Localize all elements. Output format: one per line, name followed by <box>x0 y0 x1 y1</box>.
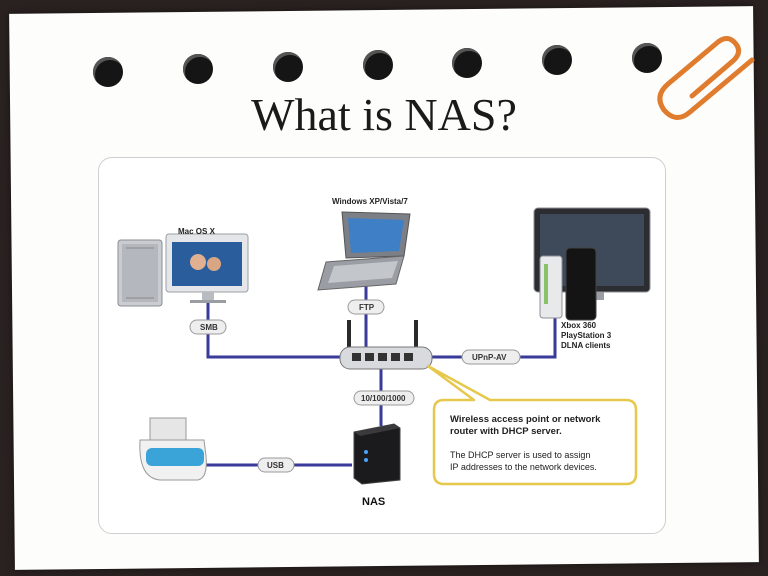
callout-heading-line2: router with DHCP server. <box>450 426 562 437</box>
tag-usb-text: USB <box>267 461 284 470</box>
console-label-line2: PlayStation 3 <box>561 331 612 340</box>
binder-hole-1 <box>93 57 123 87</box>
callout-body-line2: IP addresses to the network devices. <box>450 462 597 472</box>
tag-ftp-text: FTP <box>359 303 375 312</box>
callout-body-line1: The DHCP server is used to assign <box>450 450 590 460</box>
tag-ethernet-text: 10/100/1000 <box>361 394 406 403</box>
printer-icon <box>139 417 207 481</box>
tag-upnp: UPnP-AV <box>461 349 521 365</box>
binder-hole-6 <box>542 45 572 75</box>
tag-smb-text: SMB <box>200 323 218 332</box>
tag-ftp: FTP <box>347 299 385 315</box>
nas-label: NAS <box>362 496 385 508</box>
tag-upnp-text: UPnP-AV <box>472 353 507 362</box>
binder-hole-5 <box>452 48 482 78</box>
binder-hole-2 <box>183 54 213 84</box>
binder-hole-7 <box>632 43 662 73</box>
tag-ethernet: 10/100/1000 <box>353 390 415 406</box>
router-callout: Wireless access point or network router … <box>426 364 638 486</box>
binder-hole-3 <box>273 52 303 82</box>
nas-device-icon <box>353 423 401 485</box>
paperclip-icon <box>657 36 755 120</box>
windows-laptop-icon <box>317 211 411 291</box>
tag-usb: USB <box>257 457 295 473</box>
tag-smb: SMB <box>189 319 227 335</box>
console-label-line3: DLNA clients <box>561 341 611 350</box>
console-label-line1: Xbox 360 <box>561 321 597 330</box>
windows-label: Windows XP/Vista/7 <box>332 197 408 206</box>
mac-pro-tower-icon <box>117 239 163 307</box>
router-icon <box>339 320 433 370</box>
callout-heading-line1: Wireless access point or network <box>450 414 601 425</box>
xbox-console-icon <box>539 255 563 319</box>
mac-label: Mac OS X <box>178 227 216 236</box>
page-title: What is NAS? <box>251 89 517 140</box>
binder-hole-4 <box>363 50 393 80</box>
playstation-console-icon <box>565 247 597 321</box>
mac-display-icon <box>165 233 249 303</box>
